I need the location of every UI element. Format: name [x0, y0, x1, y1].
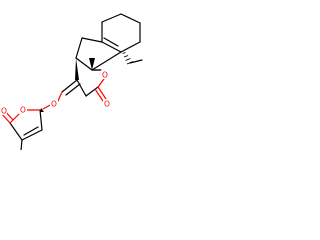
bond-ring-top-right: [120, 13, 141, 24]
bond-cp-bottom: [75, 57, 93, 71]
atom-label-ring-oxygen-left: O: [19, 105, 27, 115]
stereo-wedge-top: [89, 58, 95, 70]
bond-carbonyl-right-double: [94, 88, 104, 102]
enol-ether-linker: [42, 79, 81, 110]
bond-lactone-carbonyl: [85, 86, 99, 97]
bond-bu-o-left: [9, 112, 21, 124]
atom-label-carbonyl-oxygen-left: O: [0, 106, 7, 116]
bond-bu-bottom: [21, 129, 43, 141]
bond-cp-top: [81, 37, 103, 43]
bond-ring-fusion-double: [101, 41, 122, 53]
bond-exocyclic-c: [61, 79, 78, 93]
butenolide-ring: [1, 108, 44, 150]
methyl-substituent: [122, 52, 143, 65]
cyclopentane-ring: [75, 37, 122, 71]
bond-cp-right: [91, 51, 122, 71]
bond-bu-double-inner: [23, 126, 39, 136]
atom-label-ring-oxygen-right: O: [101, 70, 109, 80]
atom-label-ether-oxygen: O: [50, 99, 58, 109]
bond-bu-right: [39, 109, 43, 131]
stereo-wedge-lactone: [75, 58, 79, 80]
oxygen-label: O: [1, 107, 7, 116]
bond-exocyclic-double: [65, 83, 81, 96]
bond-lactone-bottom-left: [76, 79, 87, 97]
bond-ring-top-left: [101, 13, 122, 23]
oxygen-label: O: [51, 100, 57, 109]
bond-ring-bottom-right: [120, 41, 141, 53]
atom-label-carbonyl-oxygen-right: O: [103, 99, 111, 109]
molecule-structure-diagram: O O O O O: [0, 13, 143, 150]
bond-ring-fusion-double-inner: [103, 37, 119, 47]
oxygen-label: O: [102, 71, 108, 80]
oxygen-label: O: [20, 106, 26, 115]
cyclohexene-ring: [101, 13, 141, 53]
stereo-wedge-butenolide: [40, 108, 44, 112]
bond-bu-carbonyl: [1, 113, 11, 124]
oxygen-label: O: [104, 100, 110, 109]
bond-carbonyl-right: [97, 86, 107, 100]
bond-lactone-o-right: [97, 78, 105, 88]
bond-methyl: [129, 59, 143, 64]
bond-methyl-bu: [20, 139, 23, 150]
lactone-ring: [75, 58, 107, 102]
bond-bu-left: [9, 122, 23, 141]
bond-cp-left: [75, 37, 83, 59]
